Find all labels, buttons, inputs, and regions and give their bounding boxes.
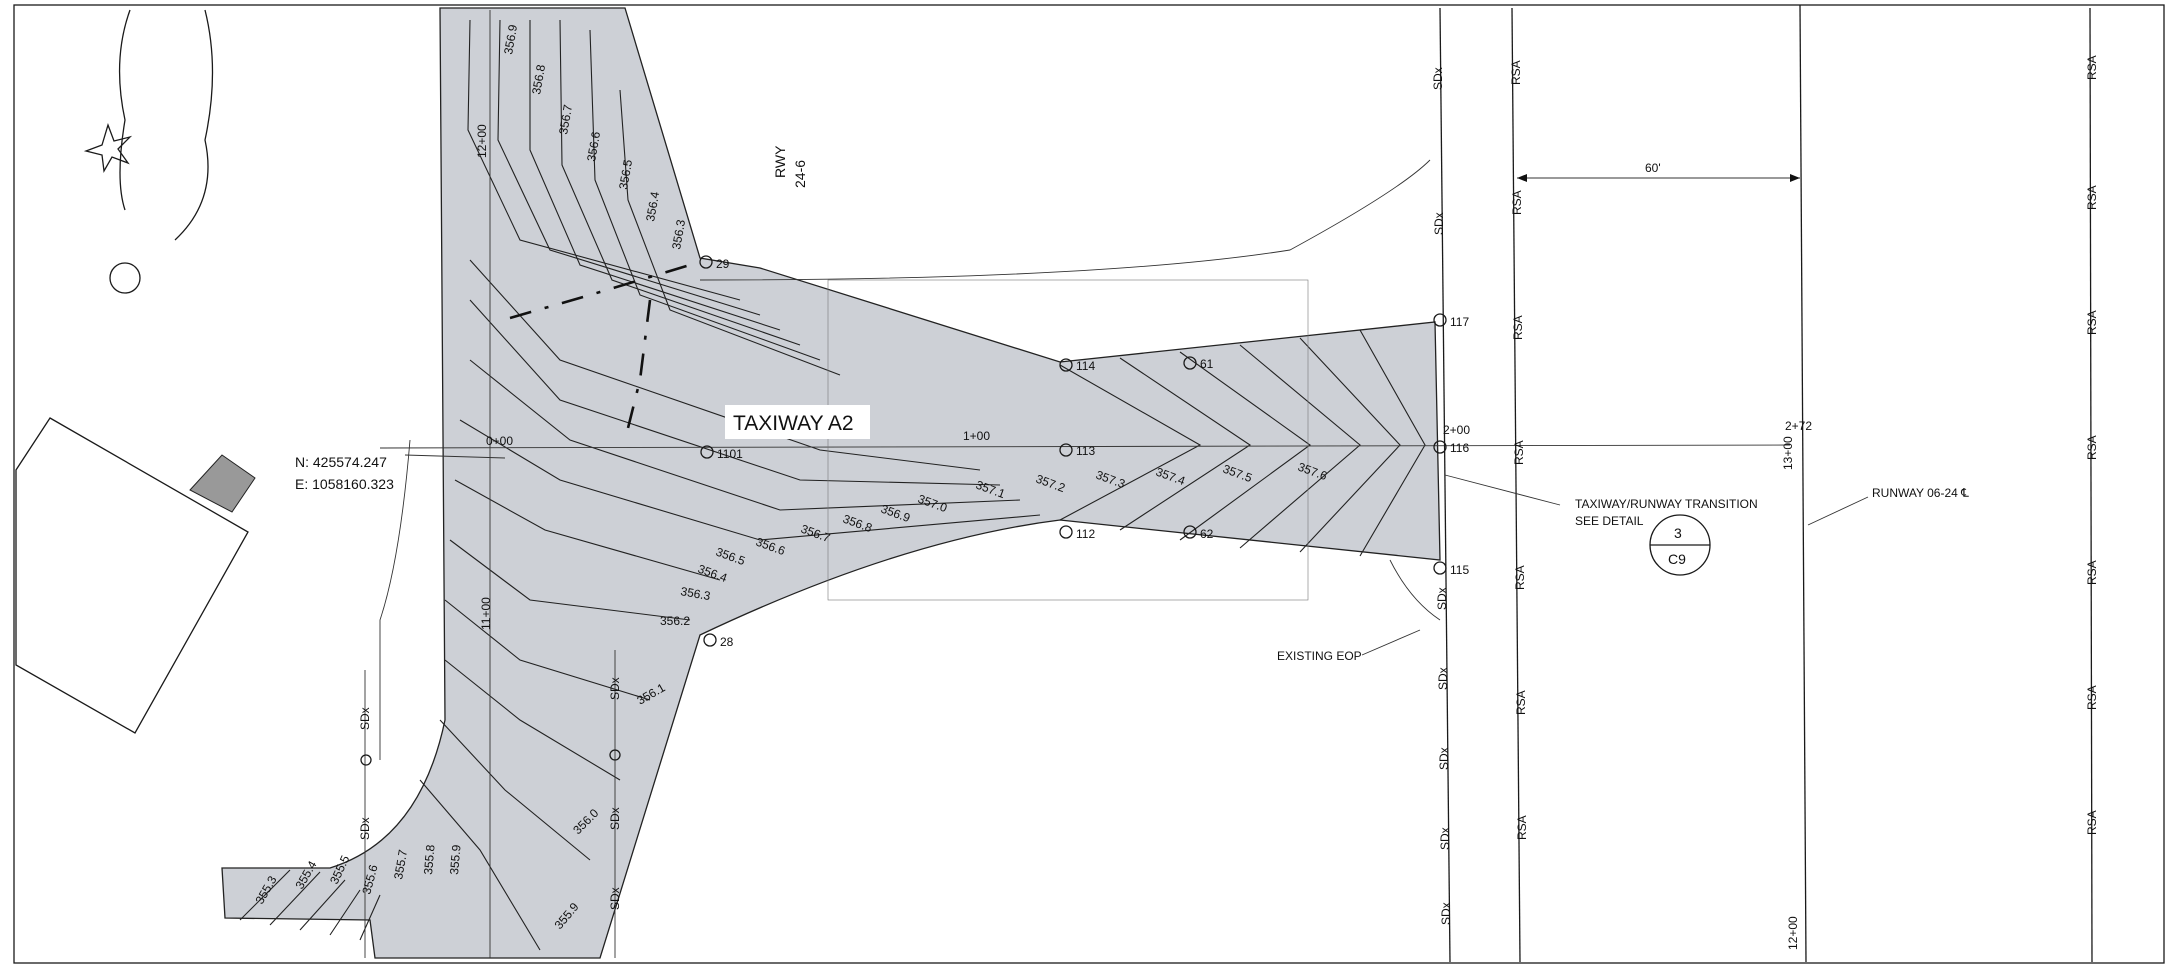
rsa-line-east xyxy=(2089,7,2093,963)
sdx-label: SDx xyxy=(1438,827,1452,850)
rsa-label: RSA xyxy=(2085,810,2099,835)
contour-label: 356.7 xyxy=(556,103,575,135)
sdx-label: SDx xyxy=(608,677,622,700)
sheet-border xyxy=(13,4,2165,964)
taxiway-pavement xyxy=(221,7,1441,959)
runway-leader xyxy=(1807,496,1869,526)
pad-feature xyxy=(189,454,256,513)
contour-lines xyxy=(239,19,1426,951)
sdx-label: SDx xyxy=(1435,587,1449,610)
rsa-line-west xyxy=(1511,7,1521,963)
east-coordinate: E: 1058160.323 xyxy=(295,476,394,492)
contour-label: 356.8 xyxy=(529,63,548,95)
rsa-label: RSA xyxy=(2085,310,2099,335)
title-backdrop xyxy=(725,405,870,439)
rwy-note-line2: 24-6 xyxy=(792,160,808,188)
station-2: 2+00 xyxy=(1443,423,1470,437)
contour-label: 356.6 xyxy=(584,130,603,162)
star-symbol xyxy=(83,122,133,174)
sdx-label: SDx xyxy=(608,807,622,830)
detail-sheet: C9 xyxy=(1668,551,1686,567)
station-1: 1+00 xyxy=(963,429,990,443)
page-title: TAXIWAY A2 xyxy=(733,412,854,435)
contour-label: 356.4 xyxy=(643,190,662,222)
transition-note-2: SEE DETAIL xyxy=(1575,514,1644,528)
rsa-label: RSA xyxy=(1514,690,1528,715)
rwy-note-line1: RWY xyxy=(772,145,788,178)
rsa-label: RSA xyxy=(1510,190,1524,215)
coord-leader xyxy=(404,454,506,459)
point-114: 114 xyxy=(1076,359,1095,373)
station-2b: 2+72 xyxy=(1785,419,1812,433)
point-29: 29 xyxy=(716,257,730,271)
existing-eop-upper xyxy=(699,159,1431,281)
taxiway-centerline xyxy=(379,444,1791,449)
rsa-label: RSA xyxy=(2085,55,2099,80)
limit-line xyxy=(509,260,701,441)
sdx-line xyxy=(1439,7,1451,963)
eop-label: EXISTING EOP xyxy=(1277,649,1362,663)
point-markers xyxy=(360,255,1447,766)
station-11: 11+00 xyxy=(479,597,493,630)
dimension-label: 60' xyxy=(1645,161,1661,175)
point-61: 61 xyxy=(1200,357,1214,371)
contour-label: 355.9 xyxy=(447,844,464,875)
building xyxy=(15,417,249,734)
contour-label: 356.9 xyxy=(501,23,520,55)
existing-eop-lower xyxy=(1389,559,1441,621)
station-0: 0+00 xyxy=(486,434,513,448)
sdx-label: SDx xyxy=(358,817,372,840)
contour-label: 356.5 xyxy=(616,158,635,190)
contour-label: 356.2 xyxy=(660,614,690,628)
sdx-label: SDx xyxy=(1436,667,1450,690)
station-12: 12+00 xyxy=(475,124,489,158)
point-113: 113 xyxy=(1076,444,1095,458)
detail-box xyxy=(827,279,1309,601)
sdx-label: SDx xyxy=(608,887,622,910)
sdx-label: SDx xyxy=(1439,902,1453,925)
vegetation-outline xyxy=(118,9,214,241)
detail-bubble xyxy=(1649,514,1711,576)
point-117: 117 xyxy=(1450,315,1469,329)
sdx-label: SDx xyxy=(1431,67,1445,90)
rsa-label: RSA xyxy=(2085,185,2099,210)
contour-label: 355.8 xyxy=(421,844,438,875)
point-1101: 1101 xyxy=(717,447,743,461)
transition-leader xyxy=(1444,474,1561,506)
contour-label: 356.3 xyxy=(669,218,688,250)
contour-label: 356.3 xyxy=(679,584,711,603)
rsa-label: RSA xyxy=(1515,815,1529,840)
station-12b: 12+00 xyxy=(1786,916,1800,950)
sdx-label: SDx xyxy=(358,707,372,730)
existing-edge-west xyxy=(379,439,411,760)
point-112: 112 xyxy=(1076,527,1095,541)
point-116: 116 xyxy=(1450,441,1469,455)
rsa-label: RSA xyxy=(2085,435,2099,460)
north-coordinate: N: 425574.247 xyxy=(295,454,387,470)
rsa-label: RSA xyxy=(2085,685,2099,710)
contour-label: 355.7 xyxy=(391,848,410,880)
rsa-label: RSA xyxy=(2085,560,2099,585)
rsa-label: RSA xyxy=(1513,565,1527,590)
runway-cl-label: RUNWAY 06-24 ℄ xyxy=(1872,486,1969,500)
tree-symbol xyxy=(109,262,141,294)
dimension-60 xyxy=(1517,174,1800,182)
runway-centerline xyxy=(1799,4,1807,963)
rsa-labels: RSA RSA RSA RSA RSA RSA RSA RSA RSA RSA … xyxy=(1509,55,2099,840)
point-115: 115 xyxy=(1450,563,1469,577)
point-62: 62 xyxy=(1200,527,1214,541)
sdx-label: SDx xyxy=(1432,212,1446,235)
rsa-label: RSA xyxy=(1512,440,1526,465)
detail-number: 3 xyxy=(1674,525,1682,541)
rsa-label: RSA xyxy=(1511,315,1525,340)
transition-note-1: TAXIWAY/RUNWAY TRANSITION xyxy=(1575,497,1758,511)
station-13: 13+00 xyxy=(1781,436,1795,470)
sdx-label: SDx xyxy=(1437,747,1451,770)
point-28: 28 xyxy=(720,635,734,649)
eop-leader xyxy=(1361,629,1421,656)
rsa-label: RSA xyxy=(1509,60,1523,85)
sdx-labels: SDx SDx SDx SDx SDx SDx SDx SDx SDx SDx … xyxy=(358,67,1453,925)
